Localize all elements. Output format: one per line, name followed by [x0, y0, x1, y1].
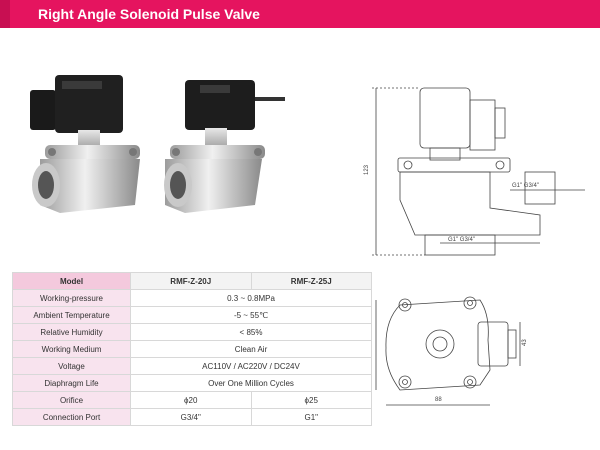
top-right-height-dim: 43: [522, 339, 528, 346]
row-value: 0.3 ~ 0.8MPa: [130, 289, 372, 307]
valve-photo-right: [164, 80, 285, 213]
row-value-25j: G1": [250, 408, 372, 426]
spec-table: Model RMF-Z-20J RMF-Z-25J Working-pressu…: [12, 272, 372, 426]
side-height-dim: 123: [364, 164, 370, 175]
table-row: Connection Port G3/4" G1": [12, 408, 372, 426]
row-label: Working Medium: [12, 340, 131, 358]
row-label: Relative Humidity: [12, 323, 131, 341]
banner-accent: [0, 0, 10, 28]
row-label: Orifice: [12, 391, 131, 409]
model-col-20j: RMF-Z-20J: [130, 272, 252, 290]
row-value: -5 ~ 55℃: [130, 306, 372, 324]
table-row: Diaphragm Life Over One Million Cycles: [12, 374, 372, 392]
title-banner: Right Angle Solenoid Pulse Valve: [0, 0, 600, 28]
row-label: Working-pressure: [12, 289, 131, 307]
bottom-port-dim: G1" G3/4": [448, 237, 475, 243]
table-row: Voltage AC110V / AC220V / DC24V: [12, 357, 372, 375]
technical-drawings: 123 G1" G3/4" G1" G3/4" 74 43 88: [364, 87, 585, 406]
row-label: Voltage: [12, 357, 131, 375]
top-view-drawing: [375, 296, 521, 406]
valve-photo-left: [30, 75, 140, 213]
row-value: AC110V / AC220V / DC24V: [130, 357, 372, 375]
row-value-25j: ϕ25: [250, 391, 372, 409]
side-view-drawing: [372, 87, 585, 256]
row-value: < 85%: [130, 323, 372, 341]
side-port-dim: G1" G3/4": [512, 183, 539, 189]
table-row: Orifice ϕ20 ϕ25: [12, 391, 372, 409]
spec-table-header: Model RMF-Z-20J RMF-Z-25J: [12, 272, 372, 290]
top-width-dim: 88: [435, 397, 442, 403]
row-value-20j: G3/4": [130, 408, 252, 426]
model-col-25j: RMF-Z-25J: [250, 272, 372, 290]
row-label: Ambient Temperature: [12, 306, 131, 324]
table-row: Working-pressure 0.3 ~ 0.8MPa: [12, 289, 372, 307]
table-row: Ambient Temperature -5 ~ 55℃: [12, 306, 372, 324]
row-label: Connection Port: [12, 408, 131, 426]
table-row: Working Medium Clean Air: [12, 340, 372, 358]
valve-photos: [30, 75, 285, 213]
row-value: Clean Air: [130, 340, 372, 358]
table-row: Relative Humidity < 85%: [12, 323, 372, 341]
row-label: Diaphragm Life: [12, 374, 131, 392]
page-title: Right Angle Solenoid Pulse Valve: [38, 6, 260, 22]
model-header: Model: [12, 272, 131, 290]
row-value: Over One Million Cycles: [130, 374, 372, 392]
row-value-20j: ϕ20: [130, 391, 252, 409]
